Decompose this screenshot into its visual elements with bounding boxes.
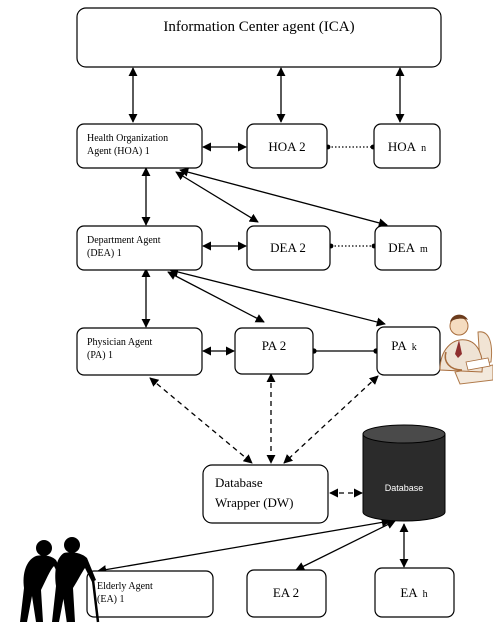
node-ea1-label-2: (EA) 1 [97, 594, 125, 605]
node-hoan-label-sub: n [421, 143, 426, 154]
node-deam-label-sub: m [420, 244, 428, 255]
node-dea1-label-2: (DEA) 1 [87, 248, 122, 259]
node-pak: PA k [376, 326, 441, 376]
node-dea2: DEA 2 [246, 225, 331, 271]
node-hoan-label: HOA n [388, 138, 426, 155]
node-hoan-label-main: HOA [388, 139, 417, 154]
node-pa1-label-1: Physician Agent [87, 337, 152, 348]
edge-pak-dw [283, 375, 379, 464]
node-hoa2-label: HOA 2 [268, 139, 305, 154]
database-label: Database [385, 483, 424, 493]
node-pak-label-main: PA [391, 338, 407, 353]
node-deam-label: DEA m [388, 239, 428, 256]
edge-hoa1-deam [179, 167, 388, 228]
node-ea1-label-1: Elderly Agent [97, 581, 153, 592]
node-dw: Database Wrapper (DW) [202, 464, 329, 524]
node-dea2-label: DEA 2 [270, 240, 306, 255]
node-hoa1: Health Organization Agent (HOA) 1 [76, 123, 203, 169]
node-ea2: EA 2 [246, 569, 327, 618]
edge-db-ea2 [295, 520, 396, 571]
node-pa1: Physician Agent (PA) 1 [76, 327, 203, 376]
node-pak-label-sub: k [412, 342, 417, 353]
elderly-couple-silhouette-icon [20, 537, 100, 623]
node-dw-label-2: Wrapper (DW) [215, 495, 294, 510]
node-hoa2: HOA 2 [246, 123, 328, 169]
node-dea1: Department Agent (DEA) 1 [76, 225, 203, 271]
node-ica-label: Information Center agent (ICA) [163, 19, 354, 35]
node-deam: DEA m [374, 225, 442, 271]
node-hoa1-label-1: Health Organization [87, 133, 168, 144]
node-pak-label: PA k [391, 337, 416, 354]
node-dw-label-1: Database [215, 475, 263, 490]
node-pa1-label-2: (PA) 1 [87, 350, 113, 361]
node-pa2: PA 2 [234, 327, 314, 375]
node-deam-label-main: DEA [388, 240, 415, 255]
database-cylinder-icon: Database [362, 424, 446, 522]
edge-pa1-dw [149, 377, 253, 464]
node-ea2-label: EA 2 [273, 585, 299, 600]
edge-dea1-pa2 [167, 271, 265, 323]
edges [97, 67, 409, 575]
node-eah-label-sub: h [423, 589, 428, 600]
edge-dea1-pak [169, 267, 386, 327]
node-dea1-label-1: Department Agent [87, 235, 161, 246]
node-eah-label: EA h [400, 584, 427, 601]
node-pa2-label: PA 2 [262, 338, 286, 353]
edge-db-ea1 [97, 517, 391, 575]
node-eah-label-main: EA [400, 585, 418, 600]
node-ea1: Elderly Agent (EA) 1 [86, 570, 214, 618]
node-ica: Information Center agent (ICA) [76, 7, 442, 68]
node-eah: EA h [374, 567, 455, 618]
node-hoa1-label-2: Agent (HOA) 1 [87, 146, 150, 157]
physician-clipart-icon [439, 314, 493, 385]
node-hoan: HOA n [373, 123, 441, 169]
